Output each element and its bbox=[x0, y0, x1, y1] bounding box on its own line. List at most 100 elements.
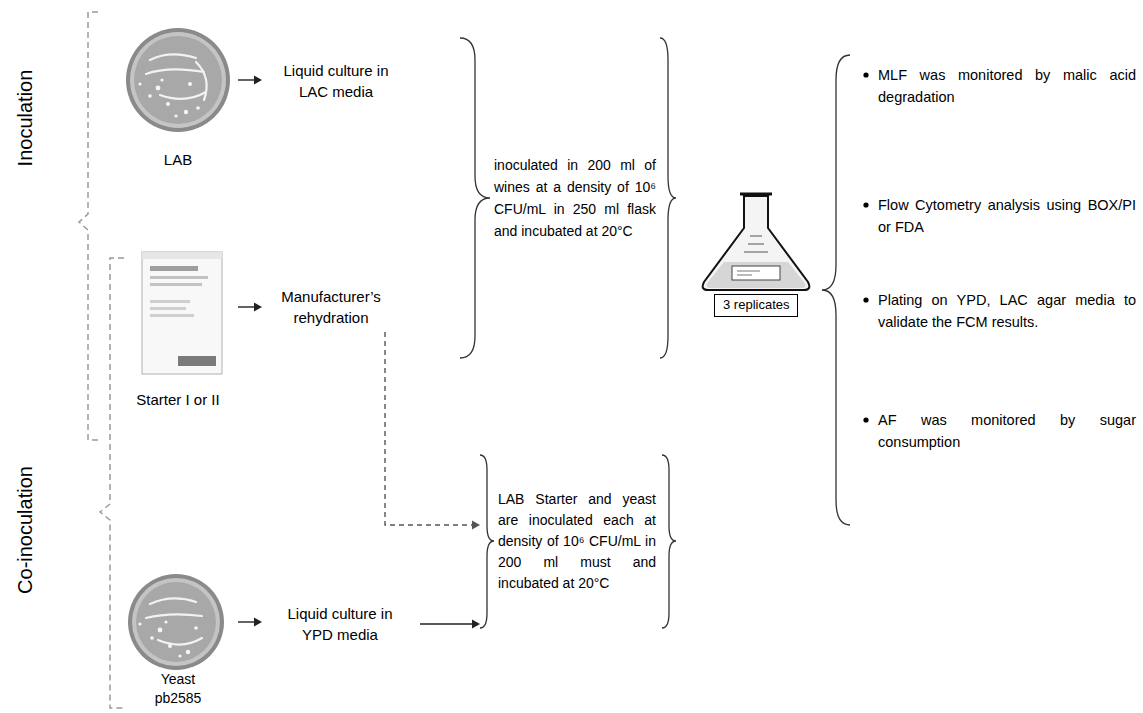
lab-petri-dish bbox=[138, 82, 141, 85]
arrow-head bbox=[254, 303, 262, 312]
starter-packet bbox=[150, 276, 208, 279]
yeast-petri-dish bbox=[186, 650, 190, 654]
group-brace bbox=[460, 38, 850, 628]
bullet-point bbox=[863, 72, 868, 77]
starter-packet bbox=[142, 252, 222, 374]
lab-petri-dish bbox=[148, 94, 152, 98]
flow-arrow bbox=[238, 303, 262, 312]
starter-packet bbox=[142, 252, 222, 374]
erlenmeyer-flask bbox=[737, 271, 760, 275]
lab-petri-dish bbox=[126, 28, 230, 132]
group-brace bbox=[662, 455, 676, 628]
yeast-petri-dish bbox=[128, 574, 224, 670]
section-label: Co-inoculation bbox=[14, 466, 37, 594]
group-brace bbox=[822, 55, 850, 525]
bullet-point bbox=[863, 202, 868, 207]
starter-packet bbox=[150, 314, 194, 317]
flow-arrow bbox=[420, 620, 480, 629]
bullet-text: MLF was monitored by malic acid degradat… bbox=[878, 64, 1136, 108]
lab-petri-dish bbox=[130, 32, 226, 128]
connector-line bbox=[238, 79, 254, 80]
condition-text: inoculated in 200 ml of wines at a densi… bbox=[460, 38, 676, 358]
node-text: 3 replicates bbox=[723, 297, 789, 314]
group-brace bbox=[480, 455, 494, 628]
starter-packet bbox=[150, 300, 190, 303]
yeast-petri-dish bbox=[138, 620, 197, 657]
node-text: Liquid culture in YPD media bbox=[283, 603, 397, 645]
arrow-head bbox=[254, 618, 262, 627]
group-bracket bbox=[100, 258, 124, 708]
yeast-petri-dish bbox=[132, 578, 220, 666]
arrow-head bbox=[472, 521, 480, 530]
group-brace bbox=[660, 38, 676, 358]
connector-line bbox=[385, 332, 472, 525]
petri-dish-figure: LAB bbox=[120, 22, 236, 170]
bullet-text: Flow Cytometry analysis using BOX/PI or … bbox=[878, 194, 1136, 238]
node-text: Yeast pb2585 bbox=[147, 670, 209, 709]
yeast-petri-dish bbox=[168, 644, 172, 648]
petri-dish-figure: Yeast pb2585 bbox=[120, 572, 236, 709]
flow-arrow bbox=[238, 618, 262, 627]
yeast-petri-dish bbox=[138, 622, 141, 625]
arrow-head bbox=[254, 76, 262, 85]
step-text: Liquid culture in YPD media bbox=[262, 601, 418, 647]
node-text: Starter I or II bbox=[136, 389, 219, 410]
starter-packet bbox=[142, 252, 222, 259]
step-text: Liquid culture in LAC media bbox=[262, 58, 410, 104]
lab-petri-dish bbox=[134, 36, 222, 124]
condition-text: LAB Starter and yeast are inoculated eac… bbox=[480, 455, 676, 628]
node-text: Manufacturer’s rehydration bbox=[271, 286, 391, 328]
lab-petri-dish bbox=[166, 102, 170, 106]
lab-petri-dish bbox=[196, 106, 200, 110]
lab-petri-dish bbox=[188, 82, 192, 86]
section-label: Inoculation bbox=[14, 70, 37, 167]
starter-packet bbox=[178, 356, 216, 366]
lab-petri-dish bbox=[126, 28, 230, 132]
step-text: Manufacturer’s rehydration bbox=[262, 284, 400, 330]
lab-petri-dish bbox=[156, 86, 161, 91]
starter-packet bbox=[150, 266, 198, 271]
bullet-text: AF was monitored by sugar consumption bbox=[878, 409, 1136, 453]
replicates-box: 3 replicates bbox=[714, 294, 798, 317]
flow-arrow bbox=[238, 76, 262, 85]
node-text: LAB Starter and yeast are inoculated eac… bbox=[498, 489, 656, 594]
yeast-petri-dish bbox=[194, 626, 198, 630]
yeast-petri-dish bbox=[128, 574, 224, 670]
erlenmeyer-flask bbox=[744, 236, 768, 252]
connector-line bbox=[238, 621, 254, 622]
starter-packet-figure: Starter I or II bbox=[120, 248, 236, 410]
node-text: LAB bbox=[164, 149, 192, 170]
bullet-point bbox=[863, 417, 868, 422]
starter-packet bbox=[150, 283, 202, 286]
node-text: Liquid culture in LAC media bbox=[279, 60, 393, 102]
yeast-petri-dish bbox=[164, 620, 167, 623]
connector-line bbox=[238, 306, 254, 307]
yeast-petri-dish bbox=[146, 598, 202, 644]
group-brace bbox=[460, 38, 490, 358]
arrow-head bbox=[472, 620, 480, 629]
bullet-text: Plating on YPD, LAC agar media to valida… bbox=[878, 289, 1136, 333]
lab-petri-dish bbox=[184, 110, 188, 114]
group-bracket bbox=[79, 12, 98, 440]
starter-packet bbox=[150, 307, 186, 310]
yeast-petri-dish bbox=[150, 636, 154, 640]
group-bracket bbox=[79, 12, 124, 708]
erlenmeyer-flask bbox=[703, 194, 810, 290]
lab-petri-dish bbox=[160, 78, 163, 81]
flow-arrow bbox=[385, 332, 480, 530]
erlenmeyer-flask bbox=[732, 266, 780, 280]
erlenmeyer-flask bbox=[706, 262, 805, 288]
erlenmeyer-flask bbox=[703, 196, 810, 290]
erlenmeyer-flask bbox=[740, 193, 772, 196]
bullet-point bbox=[863, 72, 868, 422]
yeast-petri-dish bbox=[178, 654, 181, 657]
bullet-point bbox=[863, 297, 868, 302]
lab-petri-dish bbox=[138, 78, 199, 117]
lab-petri-dish bbox=[146, 54, 207, 100]
yeast-petri-dish bbox=[158, 628, 163, 633]
lab-petri-dish bbox=[174, 114, 177, 117]
